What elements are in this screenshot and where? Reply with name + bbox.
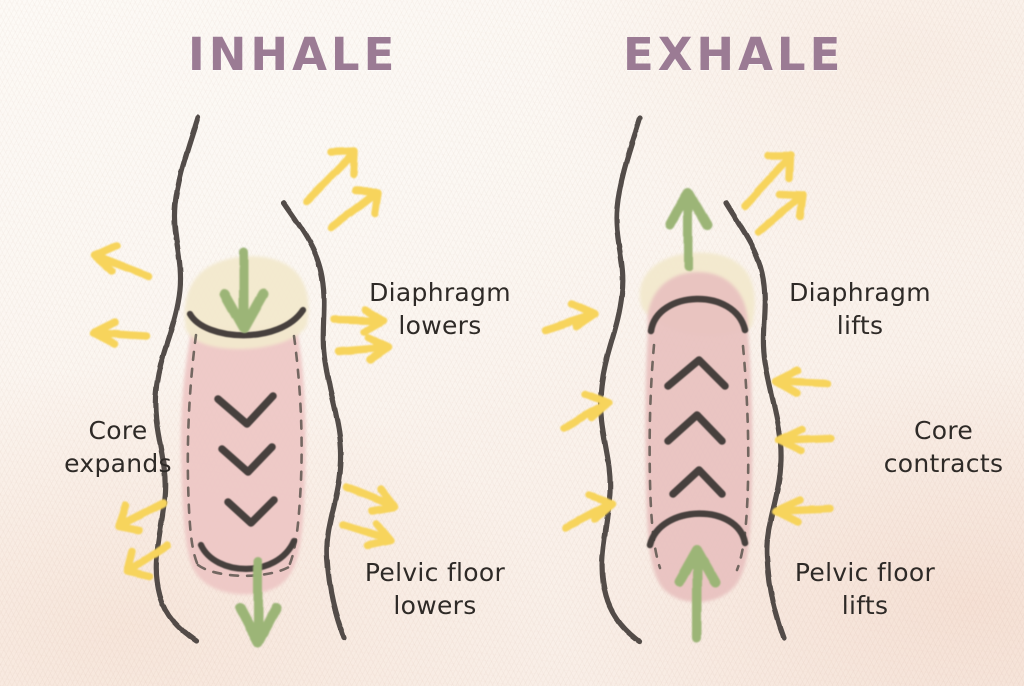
inhale-arrow-down-right-2 (339, 520, 394, 550)
exhale-pelvic-floor-line (646, 510, 749, 549)
exhale-arrow-inward-right-3 (772, 496, 834, 526)
exhale-chevron-2 (664, 411, 726, 445)
exhale-diaphragm-line (647, 295, 749, 335)
inhale-green-arrow-down-top (220, 247, 268, 333)
inhale-arrow-up-right-2 (327, 187, 382, 232)
exhale-arrow-inward-right-2 (775, 425, 835, 455)
exhale-figure-group (541, 115, 835, 645)
label-diaphragm-lowers: Diaphragm lowers (369, 278, 511, 340)
exhale-arrow-inward-left-1 (541, 300, 599, 334)
panel-title-inhale: INHALE (188, 28, 399, 81)
inhale-arrow-right-1 (330, 306, 388, 336)
exhale-body-outline-left (597, 115, 643, 645)
inhale-green-arrow-down-bottom (235, 557, 281, 647)
exhale-arrow-inward-left-2 (559, 390, 613, 432)
label-core-contracts: Core contracts (883, 416, 1004, 478)
inhale-body-outline-left (152, 114, 201, 644)
exhale-arrow-inward-left-3 (562, 492, 616, 532)
inhale-arrow-down-left-2 (123, 541, 172, 581)
panel-title-exhale: EXHALE (623, 28, 845, 81)
inhale-core-dashed-bottom (196, 563, 291, 578)
exhale-body-outline-right (723, 200, 787, 641)
exhale-green-arrow-up-bottom (674, 545, 720, 643)
inhale-arrow-left-1 (91, 242, 152, 280)
inhale-arrow-left-2 (89, 318, 150, 348)
exhale-chevron-1 (664, 356, 729, 390)
inhale-arrow-down-right-1 (343, 483, 399, 515)
inhale-chevron-1 (214, 392, 277, 428)
label-pelvic-floor-lifts: Pelvic floor lifts (794, 558, 936, 620)
inhale-figure-group (89, 114, 399, 647)
inhale-arrow-down-left-1 (115, 499, 167, 534)
exhale-arrow-up-right-2 (754, 190, 807, 236)
inhale-core-dashed-left (186, 333, 199, 565)
label-diaphragm-lifts: Diaphragm lifts (789, 278, 931, 340)
inhale-chevron-2 (218, 443, 276, 476)
inhale-pelvic-floor-line (197, 537, 298, 572)
exhale-chevron-3 (669, 466, 726, 498)
inhale-arrow-up-right-1 (302, 147, 358, 206)
exhale-arrow-inward-right-1 (772, 366, 832, 397)
exhale-green-arrow-up-top (665, 187, 712, 271)
exhale-contraction-arrows (541, 151, 835, 532)
inhale-expansion-arrows (89, 147, 399, 581)
exhale-core-dashed-left (648, 343, 662, 570)
inhale-core-fill (180, 316, 306, 595)
inhale-body-outline-right (281, 200, 347, 641)
inhale-diaphragm-line (186, 306, 307, 339)
exhale-core-dashed-right (735, 344, 750, 572)
inhale-arrow-right-2 (335, 334, 392, 364)
inhale-chevron-3 (224, 496, 278, 527)
label-pelvic-floor-lowers: Pelvic floor lowers (364, 558, 506, 620)
label-core-expands: Core expands (64, 416, 172, 478)
exhale-arrow-up-right-1 (741, 151, 795, 210)
